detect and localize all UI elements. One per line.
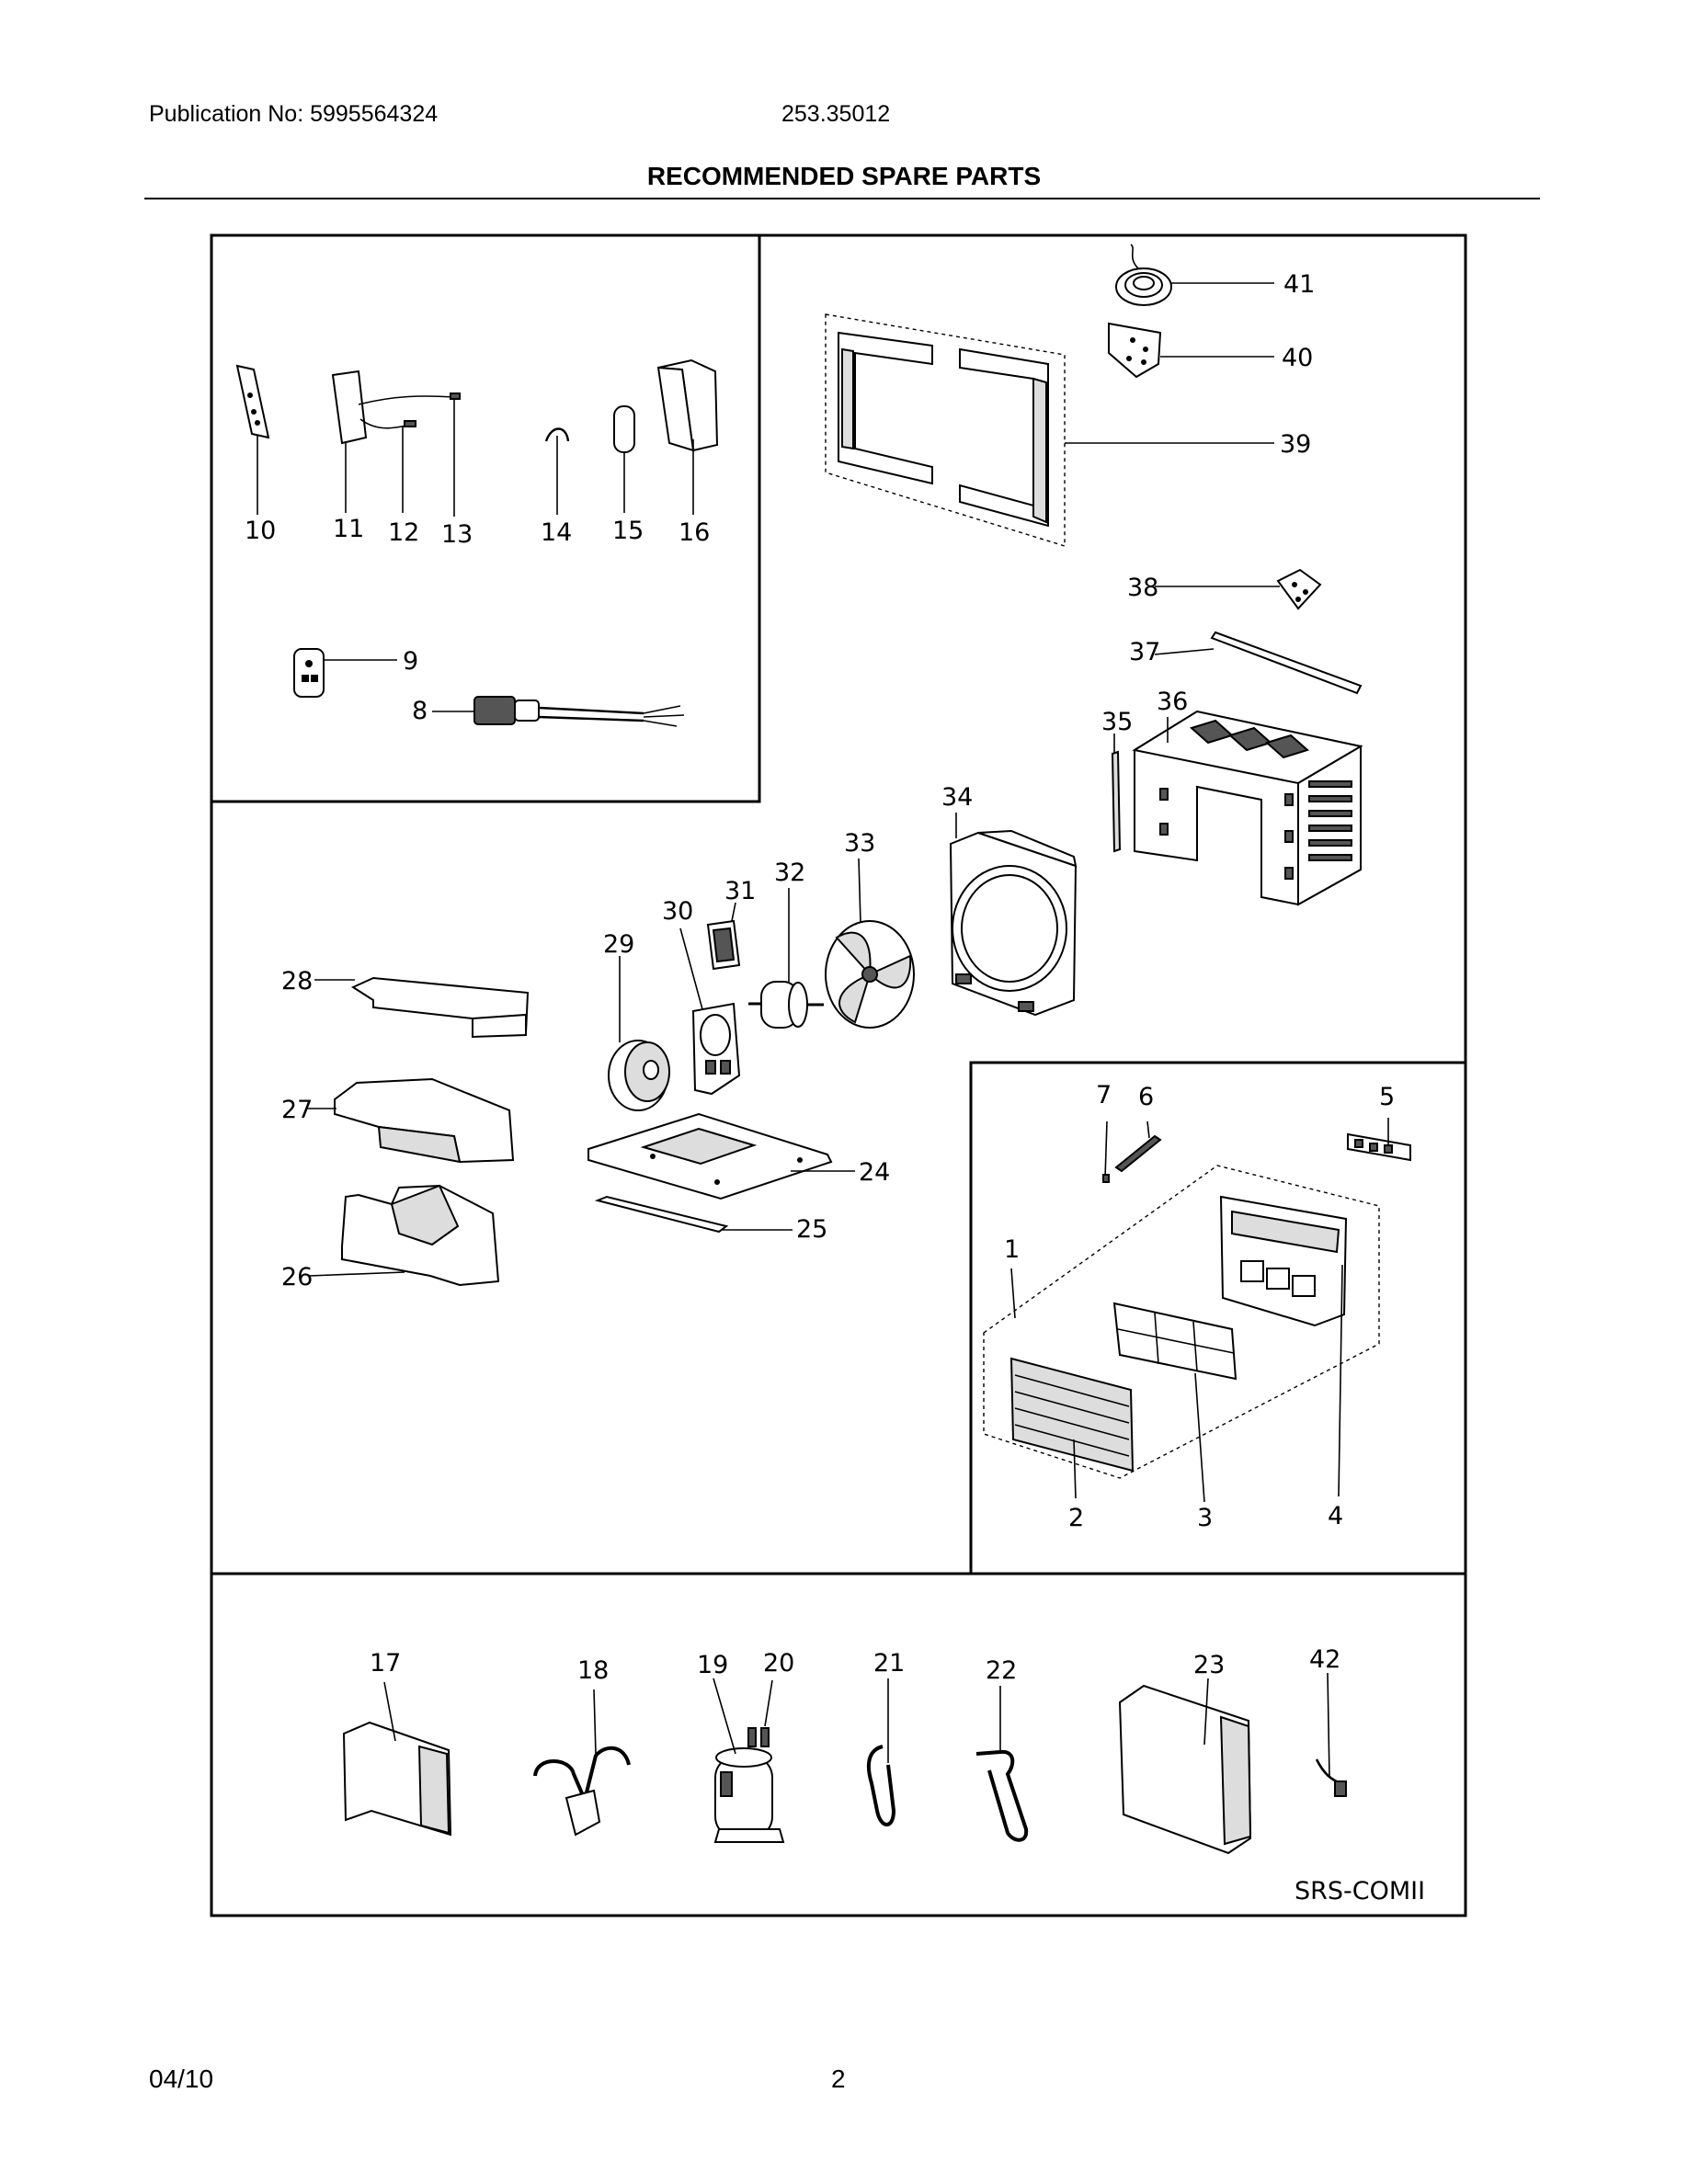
part-30-blower-housing [679,927,741,1096]
callout-28: 28 [281,967,313,995]
callout-3: 3 [1197,1504,1213,1532]
callout-9: 9 [403,647,418,676]
part-17-evaporator-coil [342,1681,452,1837]
callout-40: 40 [1282,344,1313,372]
callout-8: 8 [412,697,428,725]
callout-22: 22 [986,1656,1017,1685]
callout-5: 5 [1379,1083,1395,1111]
part-3-filter [1112,1302,1237,1503]
part-12-wire-connector [402,420,416,513]
callout-11: 11 [333,515,364,543]
callout-39: 39 [1280,430,1311,459]
callout-14: 14 [541,518,572,547]
callout-26: 26 [281,1263,313,1291]
callout-17: 17 [370,1649,401,1678]
part-5-display-strip [1347,1118,1411,1162]
callout-20: 20 [763,1649,794,1678]
part-41-seal-coil [1115,244,1274,306]
part-15-capacitor [613,405,635,513]
callout-33: 33 [844,829,875,858]
part-26-base-pan [308,1184,500,1287]
part-20-terminal-cover [747,1679,773,1747]
callout-34: 34 [941,783,973,812]
part-14-clip [544,427,570,515]
part-22-suction-tube [975,1686,1029,1842]
callout-32: 32 [774,859,805,887]
callout-29: 29 [603,930,634,959]
part-38-mounting-bracket [1155,568,1322,610]
part-31-motor-mount [706,902,741,971]
callout-15: 15 [612,517,644,545]
control-parts-box [210,233,761,803]
callout-4: 4 [1328,1502,1343,1530]
callout-23: 23 [1193,1651,1225,1679]
part-37-top-rail [1154,631,1363,695]
callout-42: 42 [1309,1645,1340,1674]
part-21-discharge-tube [866,1678,896,1826]
part-35-side-seal [1111,734,1122,853]
callout-21: 21 [873,1649,905,1678]
callout-36: 36 [1157,688,1188,716]
callout-38: 38 [1127,574,1158,602]
part-6-rod [1114,1120,1162,1173]
header-rule [144,198,1540,199]
part-40-bracket [1108,322,1274,379]
part-18-tube-assembly [533,1689,631,1837]
part-7-screw [1102,1120,1110,1183]
callout-25: 25 [796,1215,827,1244]
part-32-fan-motor [748,888,824,1029]
callout-41: 41 [1283,270,1315,299]
publication-number: Publication No: 5995564324 [149,101,439,127]
callout-6: 6 [1138,1083,1154,1111]
part-34-shroud [949,813,1078,1017]
callout-37: 37 [1129,638,1160,666]
callout-27: 27 [281,1096,313,1124]
part-16-control-cover [656,358,719,515]
callout-10: 10 [245,517,276,545]
footer-date: 04/10 [149,2065,214,2093]
callout-35: 35 [1101,708,1133,736]
part-27-drain-pan [307,1077,515,1164]
model-number: 253.35012 [781,101,891,127]
part-39-window-frame-kit [825,313,1274,547]
part-9-remote-control [293,648,397,698]
part-28-duct [314,976,530,1039]
part-36-cabinet [1132,710,1363,906]
callout-19: 19 [697,1651,728,1679]
diagram-code: SRS-COMII [1295,1877,1425,1905]
callout-16: 16 [679,518,710,547]
callout-24: 24 [859,1158,890,1187]
callout-2: 2 [1068,1504,1084,1532]
part-19-compressor [713,1678,785,1843]
callout-31: 31 [724,877,756,905]
part-8-power-cord [432,696,685,727]
part-1-front-panel-assembly [983,1165,1380,1479]
part-33-condenser-fan [825,858,915,1029]
callout-1: 1 [1004,1235,1020,1264]
part-13-sensor [450,392,461,517]
callout-30: 30 [662,897,693,926]
part-2-front-grille [1009,1357,1135,1499]
callout-7: 7 [1096,1081,1112,1109]
callout-13: 13 [441,520,473,549]
part-10-control-board [235,364,270,515]
callout-12: 12 [388,518,419,547]
part-29-blower-wheel [608,956,670,1111]
footer-page-number: 2 [831,2065,846,2093]
part-4-front-frame [1219,1195,1348,1497]
page-title: RECOMMENDED SPARE PARTS [646,162,1042,190]
part-25-rail [594,1195,793,1234]
part-42-thermistor [1315,1672,1347,1797]
part-24-base-plate [587,1112,855,1200]
callout-18: 18 [577,1656,609,1685]
part-23-condenser-coil [1118,1678,1252,1855]
part-11-display-board [331,370,455,513]
